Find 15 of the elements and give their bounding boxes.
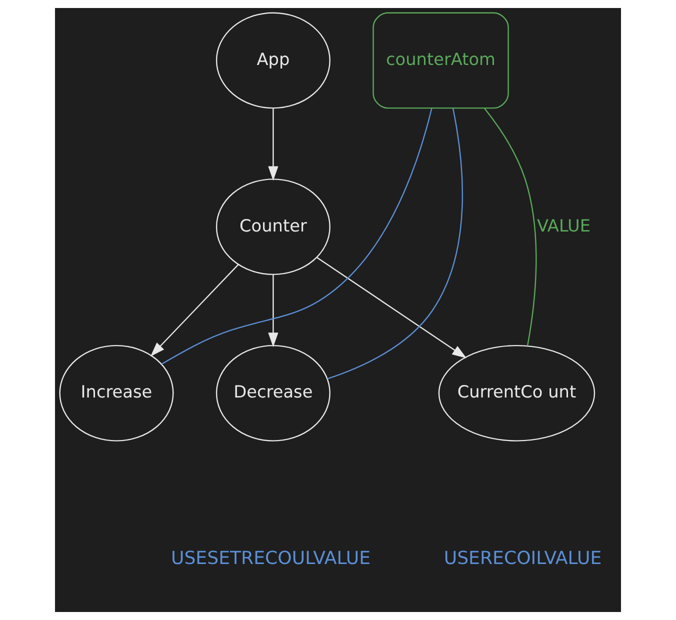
connector <box>161 108 432 365</box>
label: USERECOILVALUE <box>444 548 602 569</box>
arrow <box>268 274 278 348</box>
edge-label: VALUE <box>536 215 591 236</box>
arrow <box>316 256 467 358</box>
node-ellipse: Increase <box>59 344 174 442</box>
node-ellipse: Decrease <box>216 344 330 442</box>
connector <box>484 108 537 346</box>
node-ellipse: Counter <box>216 178 330 276</box>
node-box: counterAtom <box>372 12 509 109</box>
arrow <box>268 108 278 181</box>
node-ellipse: App <box>216 12 330 109</box>
connector <box>327 108 463 380</box>
arrow <box>150 264 239 356</box>
label: USESETRECOULVALUE <box>170 548 371 569</box>
